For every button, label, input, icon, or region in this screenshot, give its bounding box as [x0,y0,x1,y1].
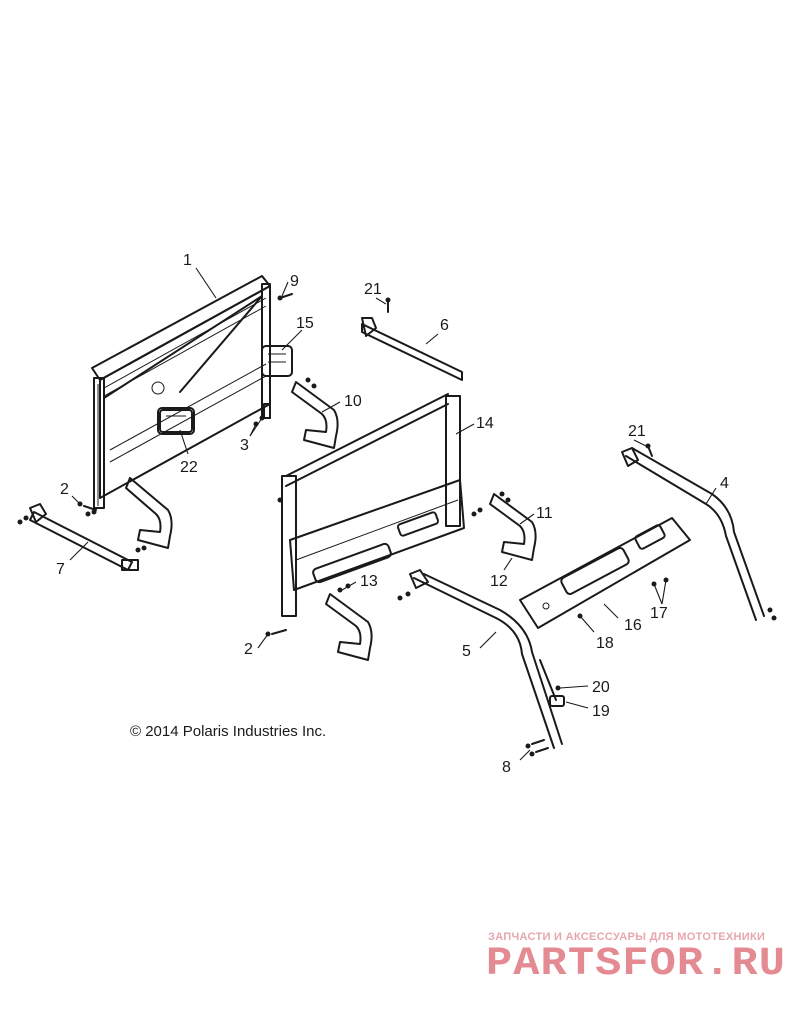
callout-13: 13 [360,573,378,590]
callout-17: 17 [650,605,668,622]
callout-3: 3 [240,437,249,454]
part-10-bracket [291,377,339,449]
callout-16: 16 [624,617,642,634]
part-21-bolt-right [645,443,653,457]
callout-2a: 2 [60,481,69,498]
callout-18: 18 [596,635,614,652]
watermark-brand: PARTSFOR.RU [486,942,786,987]
callout-7: 7 [56,561,65,578]
leader-lines [69,267,717,761]
part-6-seal [361,317,463,381]
part-8-bolts [525,739,549,757]
part-7-bar [17,503,147,571]
callout-10: 10 [344,393,362,410]
part-19-clamp [549,695,565,707]
part-21-bolt-left [385,297,391,313]
callout-2b: 2 [244,641,253,658]
watermark: ЗАПЧАСТИ И АКСЕССУАРЫ ДЛЯ МОТОТЕХНИКИ PA… [486,931,786,987]
callout-11: 11 [536,505,553,522]
callout-22: 22 [180,459,198,476]
copyright-notice: © 2014 Polaris Industries Inc. [130,723,326,740]
callout-6: 6 [440,317,449,334]
callout-19: 19 [592,703,610,720]
callout-20: 20 [592,679,610,696]
part-4-side-rail [621,447,777,621]
part-22-handle [159,409,193,433]
callout-15: 15 [296,315,314,332]
callout-21a: 21 [364,281,382,298]
callout-4: 4 [720,475,729,492]
part-11-bracket [489,491,537,561]
part-13-bracket [325,583,373,661]
part-16-panel [519,517,691,629]
callout-8: 8 [502,759,511,776]
part-14-rear-panel [277,393,483,617]
callout-12: 12 [490,573,508,590]
callout-9: 9 [290,273,299,290]
part-9-bolt [277,293,293,301]
callout-1: 1 [183,252,192,269]
part-15-handle [261,345,293,377]
watermark-tagline: ЗАПЧАСТИ И АКСЕССУАРЫ ДЛЯ МОТОТЕХНИКИ [488,931,765,943]
callout-14: 14 [476,415,494,432]
left-lower-bracket [125,477,173,549]
callout-21b: 21 [628,423,646,440]
callout-5: 5 [462,643,471,660]
part-1-front-panel [91,275,271,509]
part-5-side-rail [397,569,563,749]
part-20-link [539,659,561,701]
part-2-bolt-right [265,629,287,637]
